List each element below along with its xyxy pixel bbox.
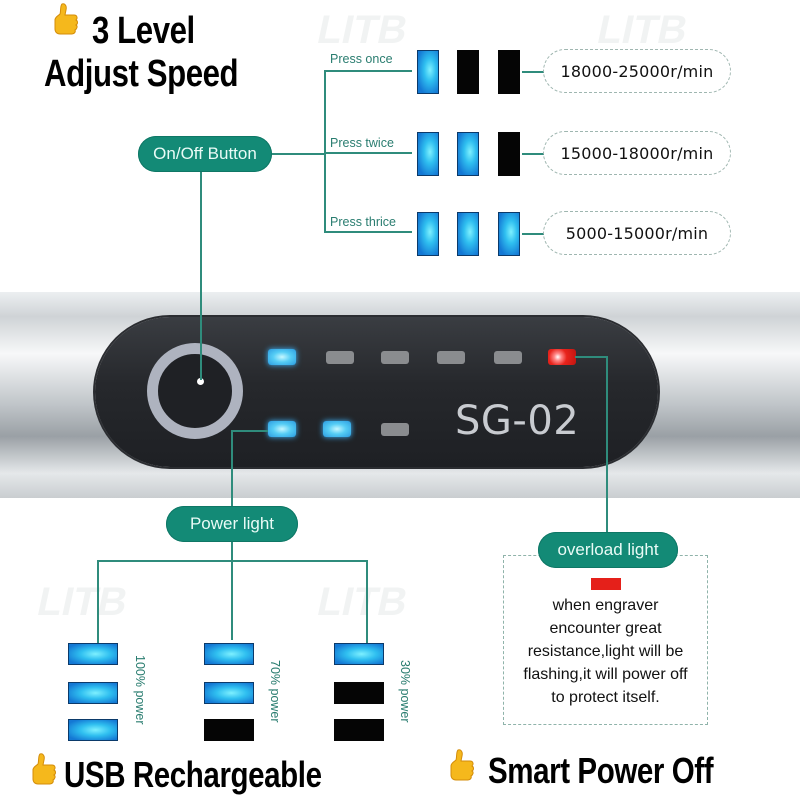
- indicator-led-off: [381, 351, 409, 364]
- connector-line: [232, 430, 268, 432]
- power-button[interactable]: [147, 343, 243, 439]
- press-twice-label: Press twice: [330, 136, 394, 150]
- speed-range-3: 5000-15000r/min: [543, 211, 731, 255]
- power-led-on: [68, 643, 118, 665]
- connector-line: [575, 356, 607, 358]
- speed-led-off: [498, 50, 520, 94]
- power-button-center-dot: [197, 378, 204, 385]
- power-light-label: Power light: [166, 506, 298, 542]
- speed-led-on: [498, 212, 520, 256]
- power-led-off: [334, 719, 384, 741]
- connector-line: [522, 153, 544, 155]
- power-indicator-led-off: [381, 423, 409, 436]
- onoff-button-label: On/Off Button: [138, 136, 272, 172]
- overload-description-line: flashing,it will power off: [523, 666, 688, 683]
- power-led-on: [204, 682, 254, 704]
- speed-range-2: 15000-18000r/min: [543, 131, 731, 175]
- thumbs-up-icon: [450, 749, 474, 781]
- indicator-led-off: [326, 351, 354, 364]
- smart-power-off-title: Smart Power Off: [488, 750, 714, 791]
- power-led-on: [204, 643, 254, 665]
- connector-line: [270, 153, 326, 155]
- power-level-100-label: 100% power: [133, 655, 147, 725]
- overload-red-indicator: [591, 578, 621, 590]
- power-level-30-label: 30% power: [398, 660, 412, 723]
- connector-line: [606, 356, 608, 536]
- model-label: SG-02: [455, 398, 580, 444]
- watermark: LITB: [33, 580, 132, 624]
- overload-description-line: encounter great: [549, 620, 662, 637]
- connector-line: [324, 70, 412, 72]
- speed-led-off: [498, 132, 520, 176]
- speed-led-on: [457, 212, 479, 256]
- speed-led-on: [417, 212, 439, 256]
- power-led-on: [334, 643, 384, 665]
- speed-led-off: [457, 50, 479, 94]
- thumbs-up-icon: [54, 3, 78, 35]
- power-led-off: [204, 719, 254, 741]
- overload-indicator-led: [548, 349, 576, 365]
- indicator-led-off: [494, 351, 522, 364]
- connector-line: [366, 560, 368, 643]
- press-thrice-label: Press thrice: [330, 215, 396, 229]
- connector-line: [324, 231, 412, 233]
- connector-line: [522, 71, 544, 73]
- power-led-on: [68, 719, 118, 741]
- connector-line: [522, 233, 544, 235]
- watermark: LITB: [593, 8, 692, 52]
- speed-range-1: 18000-25000r/min: [543, 49, 731, 93]
- connector-line: [97, 560, 367, 562]
- connector-line: [324, 152, 412, 154]
- press-once-label: Press once: [330, 52, 393, 66]
- headline-title-line1: 3 Level: [92, 10, 195, 52]
- watermark: LITB: [313, 8, 412, 52]
- speed-indicator-led-on: [268, 349, 296, 365]
- power-indicator-led-on: [323, 421, 351, 437]
- speed-led-on: [457, 132, 479, 176]
- connector-line: [200, 292, 202, 380]
- headline-title-line2: Adjust Speed: [44, 53, 239, 95]
- power-led-off: [334, 682, 384, 704]
- indicator-led-off: [437, 351, 465, 364]
- power-led-on: [68, 682, 118, 704]
- connector-line: [97, 560, 99, 643]
- power-indicator-led-on: [268, 421, 296, 437]
- power-level-70-label: 70% power: [268, 660, 282, 723]
- speed-led-on: [417, 132, 439, 176]
- thumbs-up-icon: [32, 753, 56, 785]
- overload-light-label: overload light: [538, 532, 678, 568]
- watermark: LITB: [313, 580, 412, 624]
- connector-line: [324, 70, 326, 232]
- overload-description-line: to protect itself.: [551, 689, 660, 706]
- connector-line: [200, 170, 202, 380]
- overload-description-line: when engraver: [552, 597, 659, 614]
- overload-description-line: resistance,light will be: [527, 643, 684, 660]
- speed-led-on: [417, 50, 439, 94]
- overload-description: when engraver encounter great resistance…: [503, 594, 708, 709]
- usb-rechargeable-title: USB Rechargeable: [64, 754, 322, 795]
